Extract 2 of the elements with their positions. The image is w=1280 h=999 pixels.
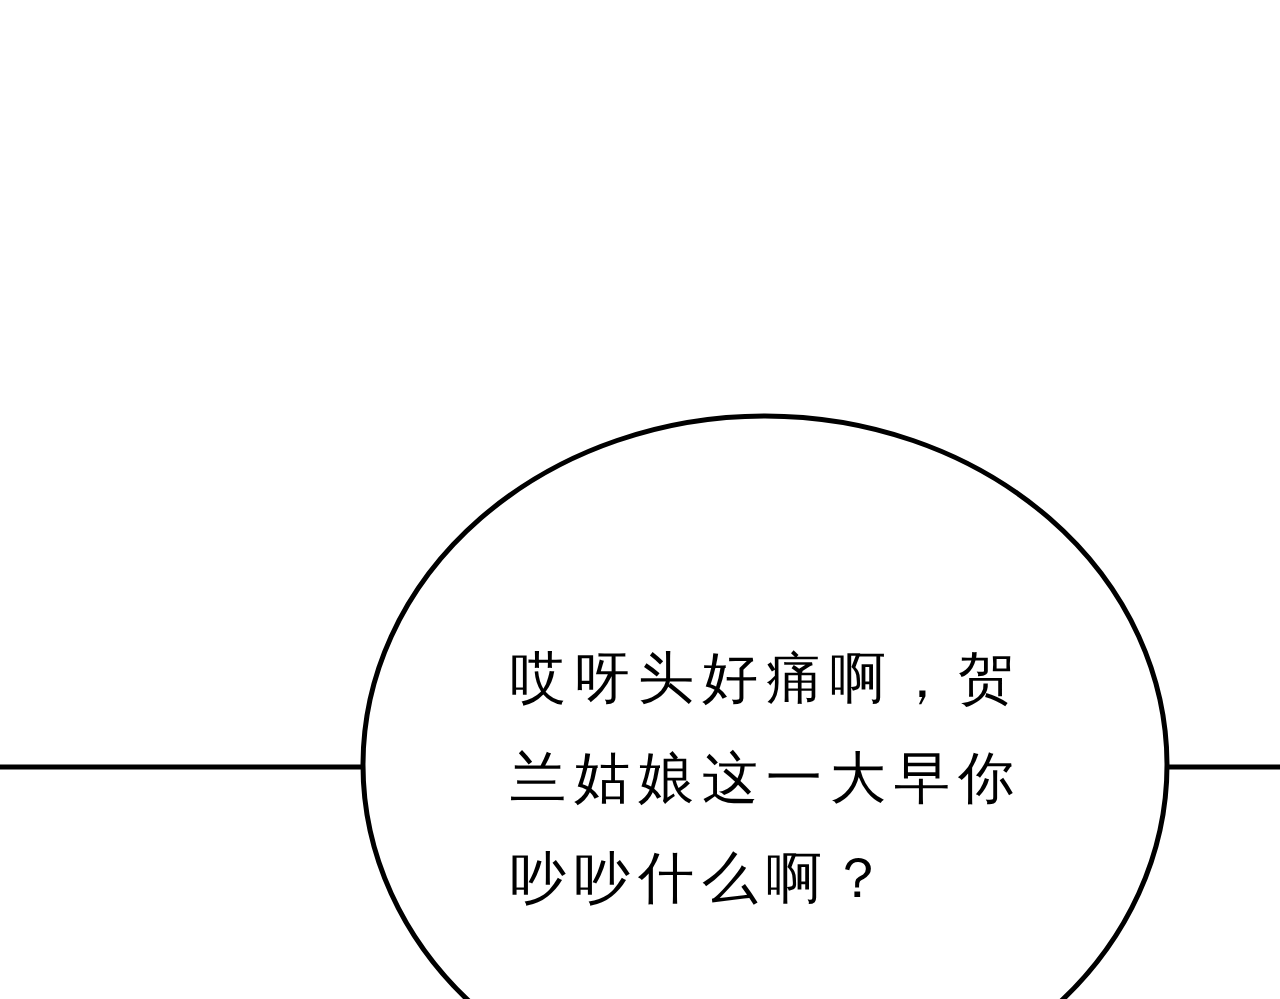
speech-bubble [360, 413, 1170, 999]
dialogue-text: 哎呀头好痛啊，贺兰姑娘这一大早你吵吵什么啊？ [510, 644, 1023, 912]
